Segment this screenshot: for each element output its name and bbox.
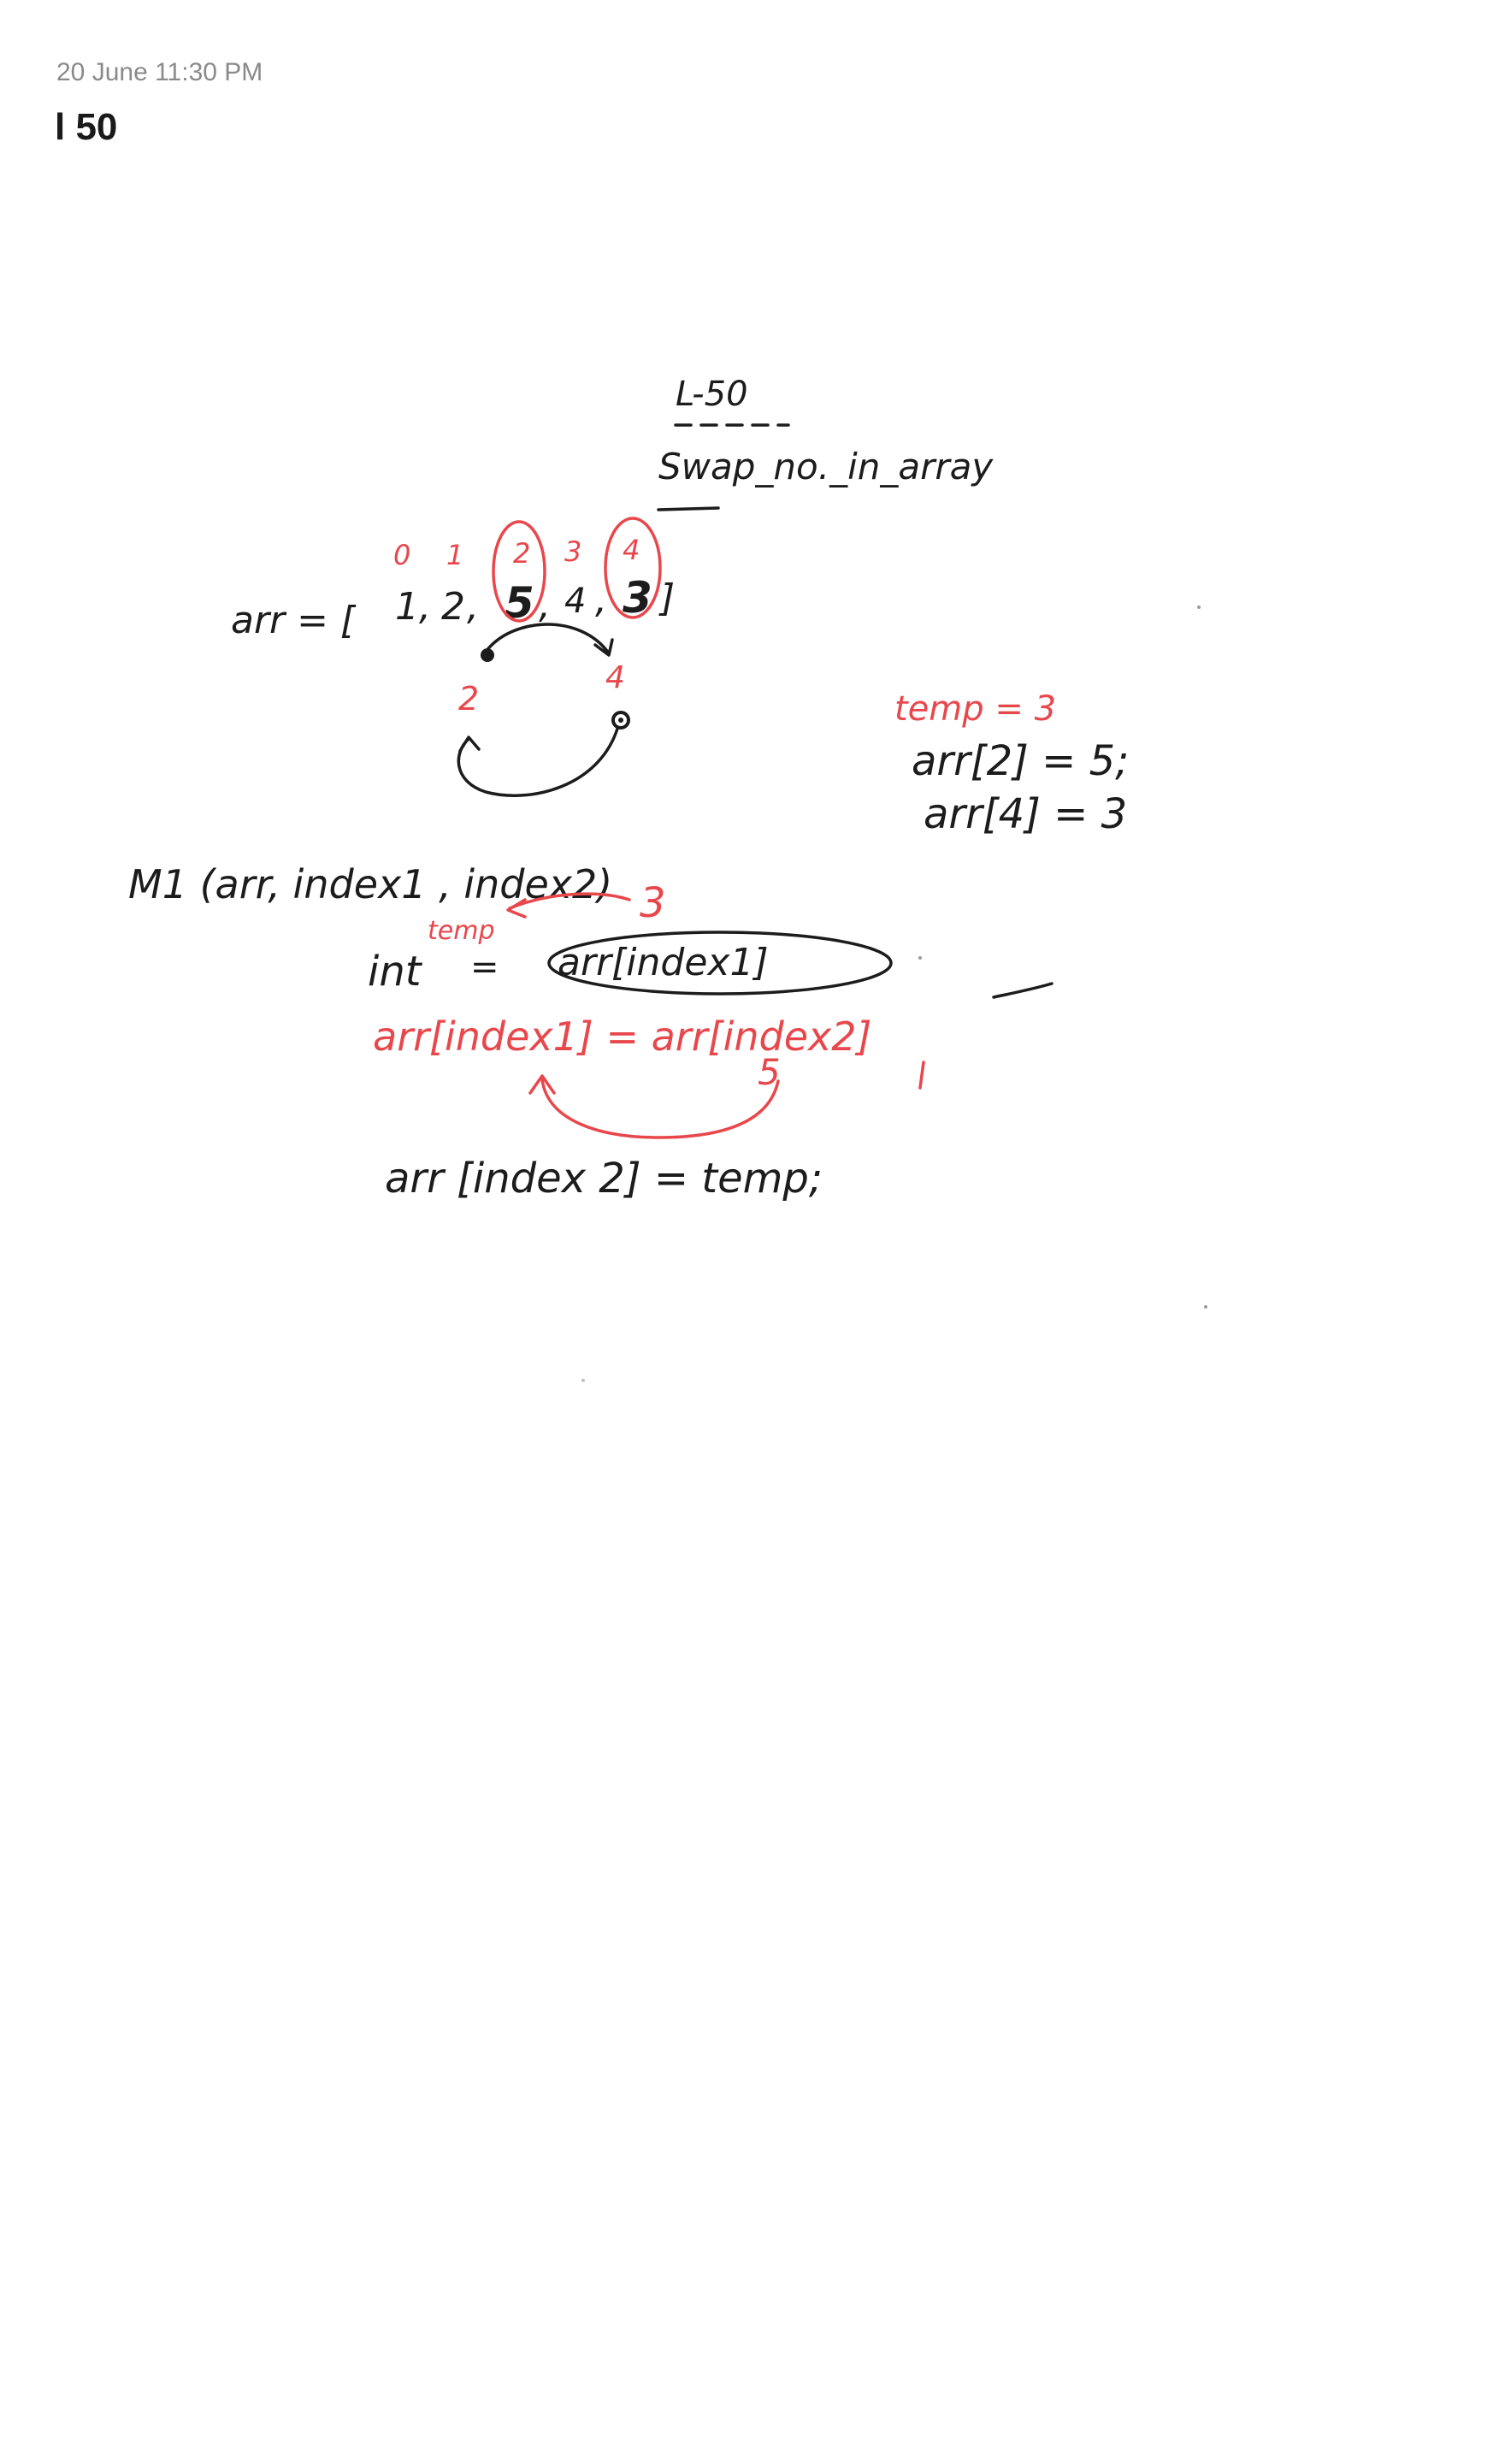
temp-arrow-head [506,898,527,919]
temp-arrow [508,892,631,910]
swap-label-right: 4 [605,660,625,695]
highlight-circle-index-2 [492,520,546,623]
note-timestamp: 20 June 11:30 PM [56,58,263,86]
highlight-circle-index-4 [604,517,662,619]
swap-arrow-top [484,623,611,655]
code-line-2: arr[index1] = arr[index2] 5 [373,982,1054,1139]
stray-dot [1204,1305,1207,1309]
array-value-3: 3 [623,573,652,623]
lecture-label: L-50 [676,375,748,414]
side-line-2: arr[4] = 3 [924,790,1127,838]
swap-arrow-bottom-head [458,736,481,753]
array-comma-1: , [419,585,431,629]
side-temp-line: temp = 3 [894,689,1056,729]
int-keyword: int [368,948,423,996]
swap-arrow-bottom [457,727,619,797]
temp-var-label: temp [428,916,495,946]
method-signature: M1 (arr, index1 , index2) [128,861,612,907]
array-indices: 0 1 2 3 4 [393,534,640,571]
array-value-2: 2 [441,585,465,629]
code-line-1: temp 3 int = arr[index1] [368,879,893,996]
array-prefix: arr = [ [231,599,357,642]
rhs-highlight-circle [547,931,893,996]
array-value-1: 1 [395,585,419,629]
assign-equals: = [470,948,499,987]
stray-dot [581,1379,585,1382]
swap-mark [918,1061,925,1090]
array-suffix: ] [658,576,675,620]
code-line-3: arr [index 2] = temp; [385,1155,823,1202]
index-3: 3 [564,535,581,568]
swap-arrow-top-head [593,638,614,657]
topic-underline [657,506,720,511]
swap-label-left: 2 [458,680,479,718]
index-0: 0 [393,539,410,571]
topic-label: Swap_no._in_array [658,446,994,487]
index-4: 4 [623,534,640,566]
array-comma-4: , [595,578,607,622]
array-comma-2: , [467,585,479,629]
index-1: 1 [446,539,463,571]
array-value-4: 4 [564,582,586,621]
side-calculation: temp = 3 arr[2] = 5; arr[4] = 3 [894,689,1129,838]
code-line-2-text: arr[index1] = arr[index2] [373,1013,871,1060]
swap-diagram: 2 4 [457,623,630,797]
trailing-dash [992,982,1054,999]
code-line-2-arrow [540,1078,780,1139]
swap-node-left [481,648,494,662]
note-title: l 50 [55,106,118,148]
side-line-1: arr[2] = 5; [912,737,1129,785]
swap-node-right-dot [618,718,623,723]
stray-dot [918,956,922,960]
code-line-2-arrow-head [528,1074,556,1095]
code-line-1-rhs: arr[index1] [558,941,769,984]
array-comma-3: , [539,583,551,627]
temp-value-annotation: 3 [640,879,666,927]
index-2: 2 [513,537,530,570]
swap-node-right [611,711,630,730]
stray-dot [1197,606,1201,609]
